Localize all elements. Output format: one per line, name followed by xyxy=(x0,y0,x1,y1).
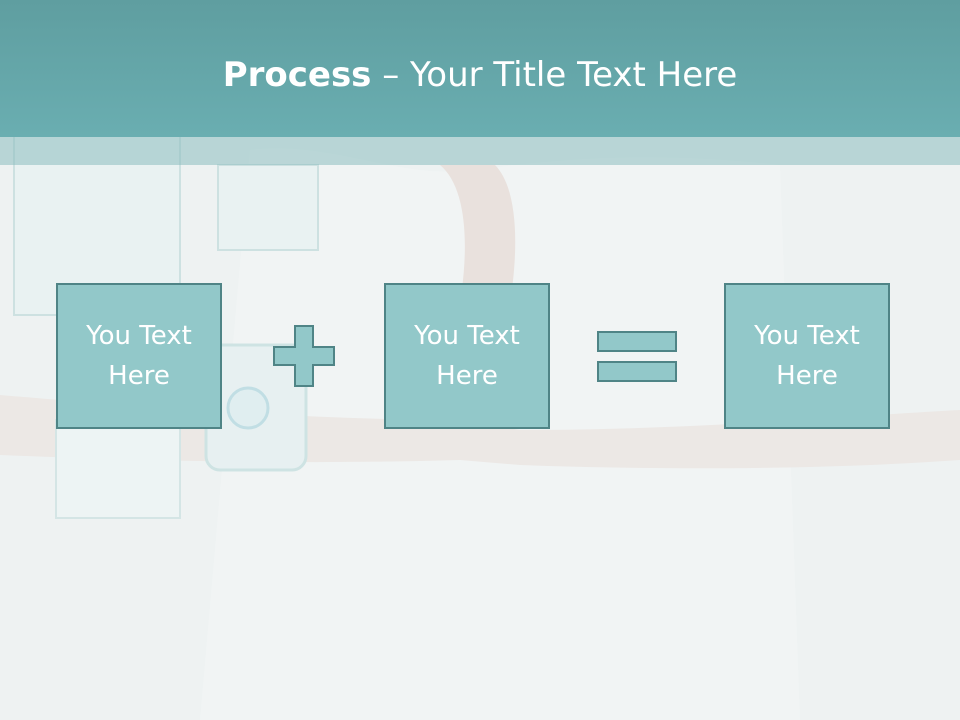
slide-title-bold: Process xyxy=(222,55,372,95)
slide-title: Process – Your Title Text Here xyxy=(0,52,960,98)
process-step-text-2: You Text Here xyxy=(414,321,520,391)
process-step-text-3: You Text Here xyxy=(754,321,860,391)
process-step-box-3: You Text Here xyxy=(724,283,890,429)
equals-icon xyxy=(597,331,677,382)
plus-icon xyxy=(273,325,335,387)
title-bar xyxy=(0,0,960,137)
slide-title-rest: – Your Title Text Here xyxy=(371,55,738,95)
process-step-box-2: You Text Here xyxy=(384,283,550,429)
process-step-text-1: You Text Here xyxy=(86,321,192,391)
process-step-box-1: You Text Here xyxy=(56,283,222,429)
title-bar-strip xyxy=(0,137,960,165)
